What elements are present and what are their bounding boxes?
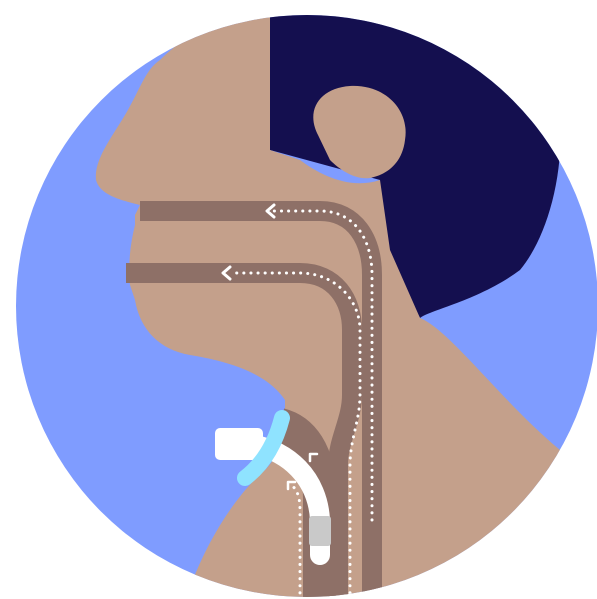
tracheostomy-cuff <box>309 516 331 546</box>
tracheostomy-hub <box>215 428 263 460</box>
